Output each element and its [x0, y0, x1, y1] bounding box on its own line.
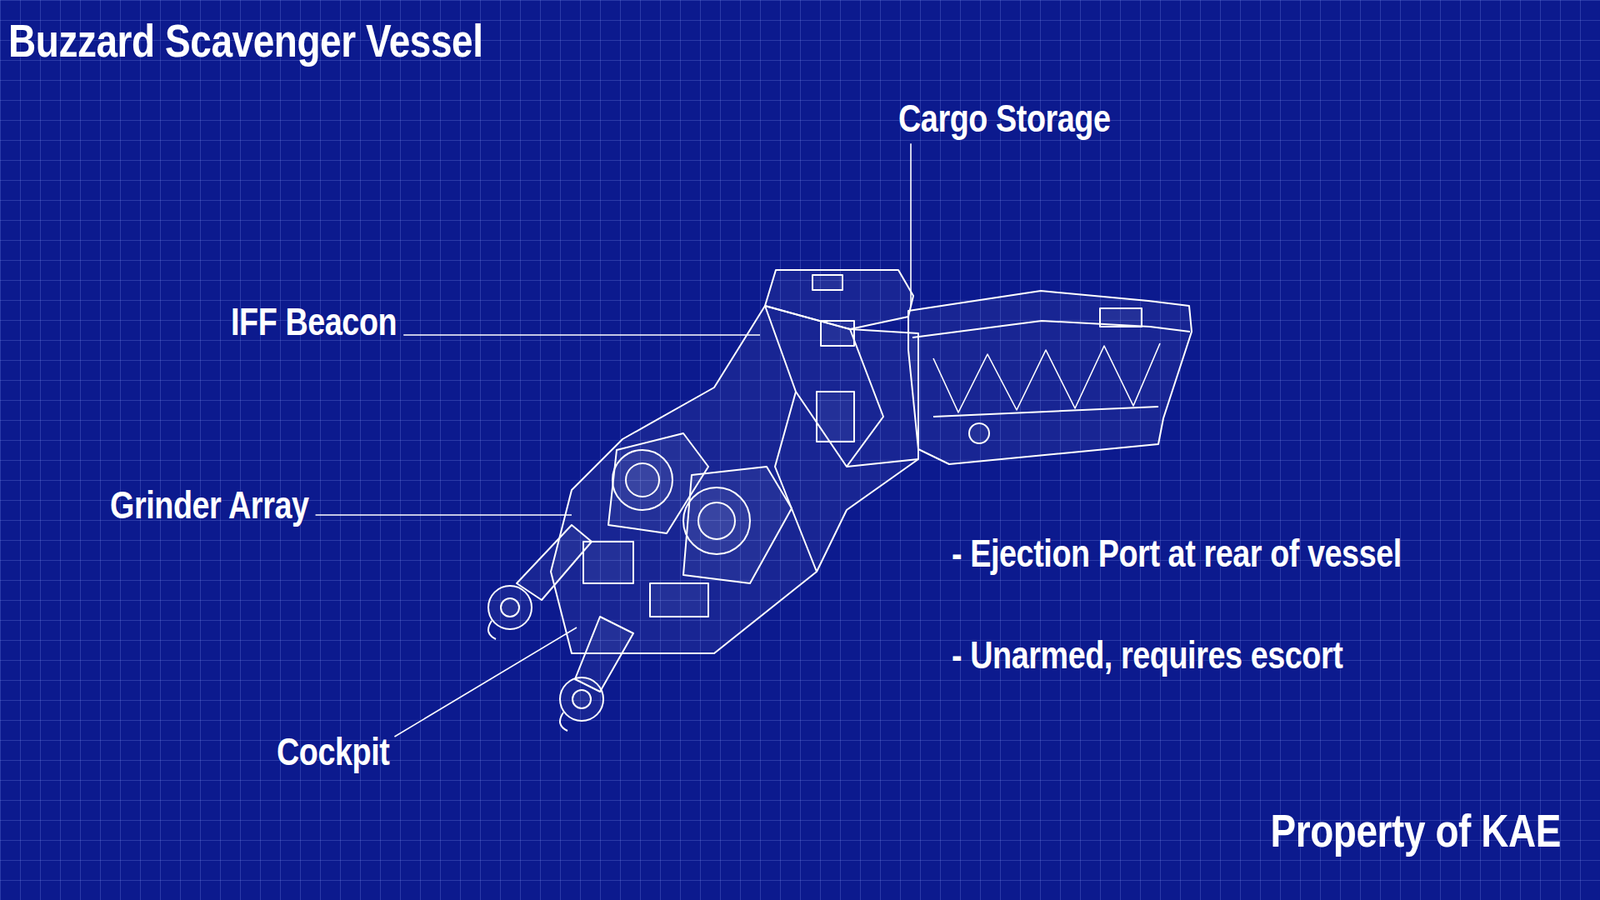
cargo-edge: [933, 406, 1159, 417]
leader-line: [910, 143, 912, 306]
hull-panel: [583, 541, 634, 584]
part-label: Cargo Storage: [898, 98, 1111, 139]
grinder-head: [560, 677, 604, 721]
leader-line: [403, 334, 760, 336]
cargo-hatch: [1100, 308, 1142, 327]
hull-edge: [765, 305, 919, 467]
engine-nozzle: [612, 450, 673, 510]
engine-nozzle: [625, 463, 660, 497]
cargo-boom: [908, 290, 1192, 465]
main-hull: [550, 305, 919, 654]
part-label: IFF Beacon: [230, 301, 397, 342]
part-label: Grinder Array: [110, 485, 310, 525]
engine-pod: [683, 466, 792, 584]
leader-line: [315, 514, 572, 516]
engine-nozzle: [698, 502, 735, 540]
iff-beacon: [812, 275, 843, 290]
grinder-head: [488, 585, 532, 630]
hull-panel: [650, 583, 709, 617]
hull-edge: [775, 391, 817, 572]
cockpit-window: [816, 391, 855, 442]
grinder-teeth: [488, 620, 568, 731]
cargo-port: [969, 423, 990, 444]
cargo-edge: [912, 320, 1190, 338]
leader-line: [394, 627, 577, 737]
grinder-head: [572, 690, 591, 709]
watermark: Property of KAE: [1270, 806, 1562, 856]
engine-nozzle: [683, 487, 750, 555]
grinder-head: [500, 598, 520, 617]
spec-note: - Unarmed, requires escort: [951, 635, 1343, 675]
cargo-truss: [933, 343, 1160, 413]
part-label: Cockpit: [276, 731, 390, 772]
grinder-arm: [516, 525, 592, 600]
spec-note: - Ejection Port at rear of vessel: [951, 533, 1402, 574]
diagram-title: Buzzard Scavenger Vessel: [8, 16, 484, 66]
